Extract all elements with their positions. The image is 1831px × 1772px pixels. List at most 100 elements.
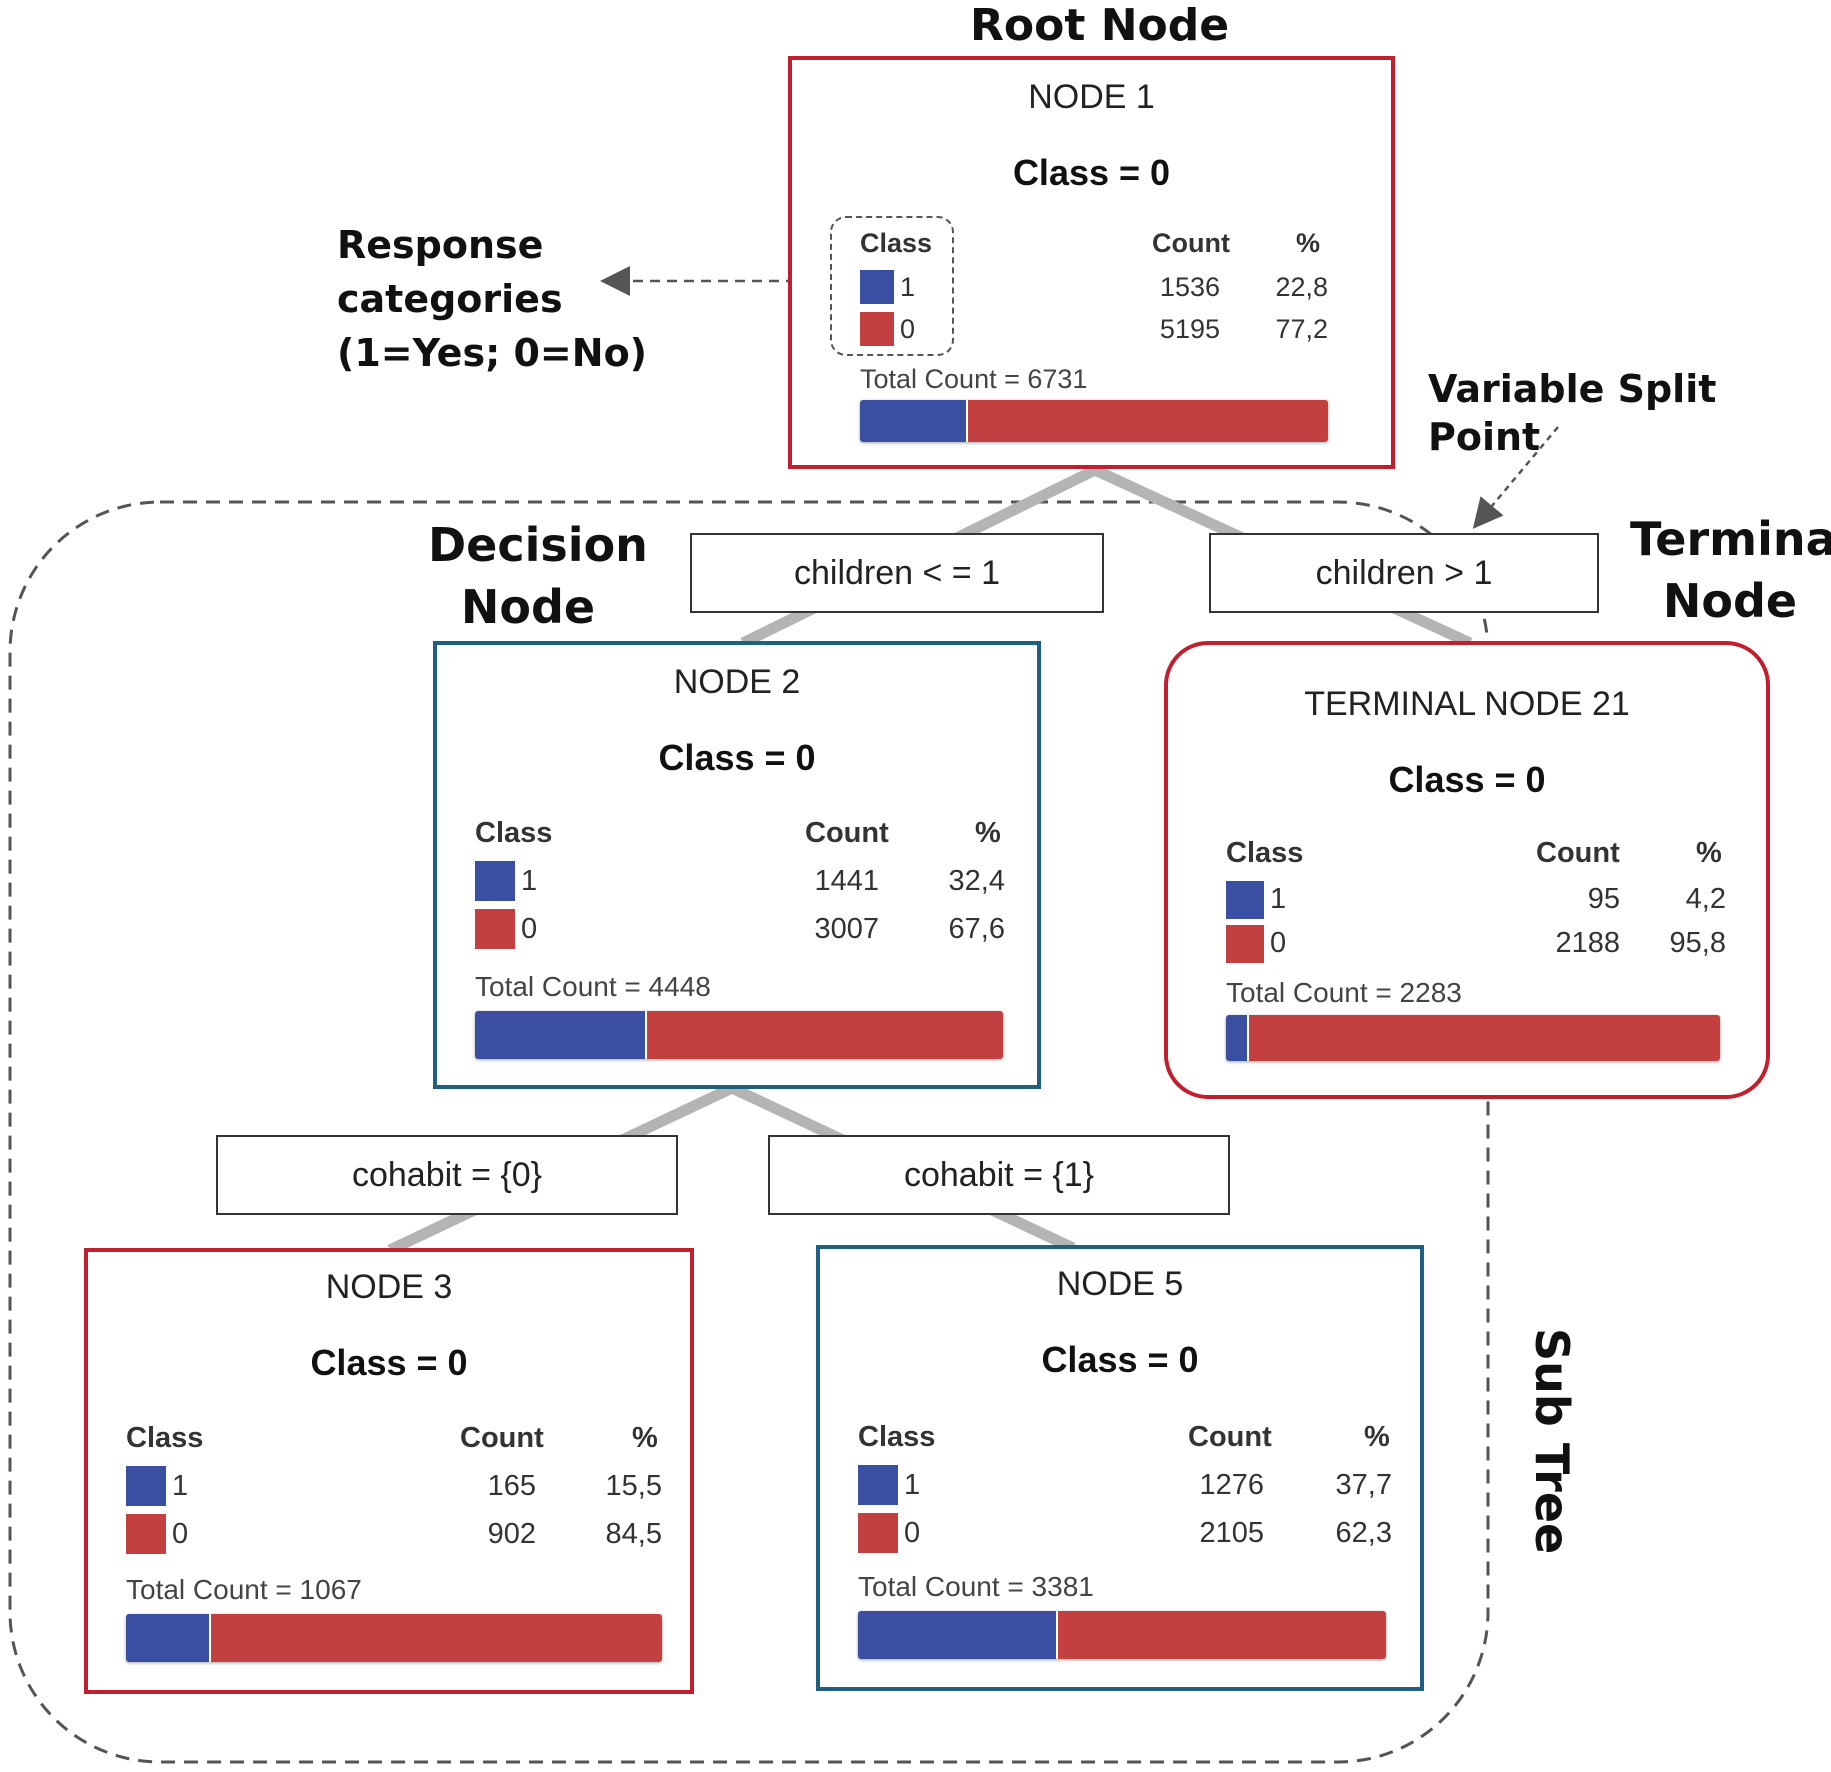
node-title: NODE 2: [673, 663, 801, 701]
class-1-bar-segment: [126, 1614, 209, 1662]
class-1-label: 1: [521, 865, 538, 897]
class-1-count: 1441: [814, 865, 879, 897]
node-class-label: Class = 0: [1041, 1339, 1199, 1380]
class-0-pct: 67,6: [948, 913, 1005, 945]
class-table: Class Count % 1 1536 22,8 0 5195 77,2: [860, 228, 1340, 348]
class-table: Class Count % 1 1441 32,4 0 3007 67,6: [475, 817, 1005, 957]
split-cohabit-1: cohabit = {1}: [768, 1135, 1230, 1215]
terminal-node-label: Terminal Node: [1630, 508, 1831, 632]
pct-header: %: [1364, 1421, 1390, 1453]
class-0-swatch: [858, 1513, 898, 1553]
class-table: Class Count % 1 95 4,2 0 2188 95,8: [1226, 837, 1726, 977]
response-categories-line-2: categories: [337, 277, 563, 321]
class-0-count: 3007: [814, 913, 879, 945]
total-count: Total Count = 1067: [126, 1574, 362, 1605]
class-0-pct: 84,5: [605, 1518, 662, 1550]
class-header: Class: [860, 228, 933, 258]
node-class-label: Class = 0: [310, 1342, 468, 1383]
count-header: Count: [1152, 228, 1230, 258]
pct-header: %: [975, 817, 1001, 849]
count-header: Count: [805, 817, 889, 849]
class-0-swatch: [860, 312, 894, 346]
class-1-swatch: [475, 861, 515, 901]
class-1-swatch: [860, 270, 894, 304]
variable-split-point-label: Variable Split Point: [1428, 367, 1717, 459]
class-0-pct: 62,3: [1335, 1517, 1392, 1549]
class-0-pct: 95,8: [1669, 927, 1726, 959]
node-5: NODE 5 Class = 0 Class Count % 1 1276 37…: [816, 1245, 1424, 1691]
class-0-count: 2105: [1199, 1517, 1264, 1549]
total-count: Total Count = 4448: [475, 971, 711, 1002]
node-1: NODE 1 Class = 0 Class Count % 1 1536 22…: [788, 56, 1395, 469]
pct-header: %: [1296, 228, 1321, 258]
class-1-count: 95: [1587, 883, 1620, 915]
class-0-label: 0: [904, 1517, 921, 1549]
class-header: Class: [1226, 837, 1304, 869]
terminal-node-21: TERMINAL NODE 21 Class = 0 Class Count %…: [1164, 641, 1770, 1099]
class-0-swatch: [475, 909, 515, 949]
class-1-pct: 32,4: [948, 865, 1005, 897]
class-0-pct: 77,2: [1275, 314, 1328, 344]
class-1-label: 1: [1270, 883, 1287, 915]
class-1-pct: 15,5: [605, 1470, 662, 1502]
class-0-bar-segment: [208, 1614, 662, 1662]
class-distribution-bar: [475, 1011, 1003, 1059]
response-categories-line-1: Response: [337, 223, 544, 267]
terminal-node-line-2: Node: [1662, 574, 1798, 628]
class-table: Class Count % 1 1276 37,7 0 2105 62,3: [858, 1421, 1392, 1561]
sub-tree-outline: [8, 500, 1490, 1764]
total-count: Total Count = 6731: [860, 364, 1088, 394]
node-title: NODE 1: [1028, 78, 1155, 116]
class-0-swatch: [1226, 925, 1264, 963]
class-0-bar-segment: [966, 400, 1328, 442]
class-1-pct: 37,7: [1335, 1469, 1392, 1501]
class-header: Class: [858, 1421, 936, 1453]
class-0-bar-segment: [645, 1011, 1003, 1059]
node-title: NODE 3: [325, 1268, 453, 1306]
class-0-count: 5195: [1159, 314, 1220, 344]
class-distribution-bar: [126, 1614, 662, 1662]
class-1-pct: 4,2: [1685, 883, 1726, 915]
class-1-label: 1: [172, 1470, 189, 1502]
pct-header: %: [1696, 837, 1722, 869]
class-1-swatch: [126, 1466, 166, 1506]
class-1-swatch: [858, 1465, 898, 1505]
response-categories-label: Response categories (1=Yes; 0=No): [337, 218, 647, 380]
node-2: NODE 2 Class = 0 Class Count % 1 1441 32…: [433, 641, 1041, 1089]
class-header: Class: [475, 817, 553, 849]
decision-node-line-1: Decision: [428, 518, 648, 572]
total-count: Total Count = 3381: [858, 1571, 1094, 1602]
class-1-pct: 22,8: [1275, 272, 1328, 302]
class-1-bar-segment: [858, 1611, 1057, 1659]
total-count: Total Count = 2283: [1226, 977, 1462, 1008]
count-header: Count: [460, 1422, 544, 1454]
split-children-le-1: children < = 1: [690, 533, 1104, 613]
root-node-label: Root Node: [970, 0, 1230, 51]
class-0-swatch: [126, 1514, 166, 1554]
class-1-bar-segment: [475, 1011, 646, 1059]
class-1-bar-segment: [860, 400, 967, 442]
class-0-label: 0: [1270, 927, 1287, 959]
class-0-bar-segment: [1246, 1015, 1720, 1061]
class-0-bar-segment: [1056, 1611, 1386, 1659]
class-0-label: 0: [521, 913, 538, 945]
class-1-bar-segment: [1226, 1015, 1247, 1061]
split-cohabit-0: cohabit = {0}: [216, 1135, 678, 1215]
count-header: Count: [1536, 837, 1620, 869]
class-0-label: 0: [172, 1518, 189, 1550]
class-distribution-bar: [858, 1611, 1386, 1659]
class-distribution-bar: [860, 400, 1328, 442]
decision-node-label: Decision Node: [428, 514, 648, 638]
class-0-count: 902: [487, 1518, 536, 1550]
class-1-count: 1536: [1159, 272, 1220, 302]
node-title: NODE 5: [1056, 1265, 1184, 1303]
node-title: TERMINAL NODE 21: [1304, 685, 1630, 723]
class-0-count: 2188: [1555, 927, 1620, 959]
node-class-label: Class = 0: [658, 737, 816, 778]
node-class-label: Class = 0: [1012, 152, 1171, 193]
decision-node-line-2: Node: [460, 580, 596, 634]
node-3: NODE 3 Class = 0 Class Count % 1 165 15,…: [84, 1248, 694, 1694]
class-0-label: 0: [900, 314, 916, 344]
class-table: Class Count % 1 165 15,5 0 902 84,5: [126, 1422, 662, 1562]
class-header: Class: [126, 1422, 204, 1454]
